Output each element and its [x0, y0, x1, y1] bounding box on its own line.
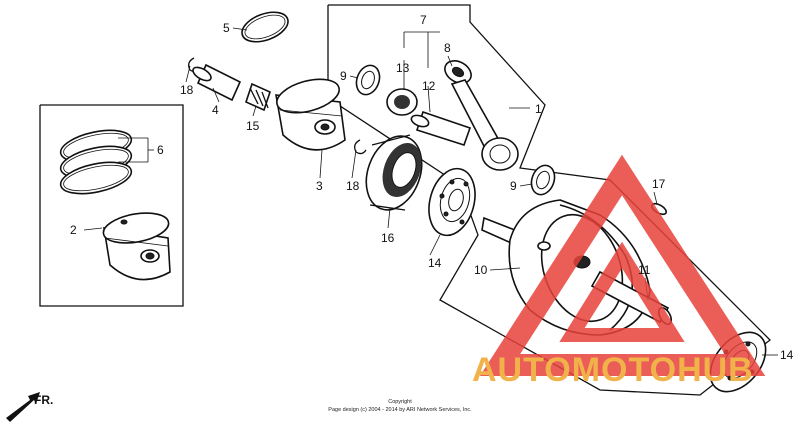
callout-6: 6 [157, 143, 164, 157]
piston-oversize [102, 212, 171, 281]
crank-pin [410, 110, 472, 146]
callout-13: 13 [396, 61, 410, 75]
callout-9-left: 9 [340, 69, 347, 83]
thrust-washer-right [530, 164, 556, 196]
crankshaft-bearing-left [428, 167, 476, 237]
copyright-title: Copyright [388, 399, 412, 405]
callout-4: 4 [212, 103, 219, 117]
copyright-line: Page design (c) 2004 - 2014 by ARI Netwo… [328, 407, 472, 413]
callout-8: 8 [444, 41, 451, 55]
big-end-needle-bearing [386, 88, 418, 116]
oil-seal [365, 134, 423, 211]
connecting-rod [444, 60, 519, 171]
callout-5: 5 [223, 21, 230, 35]
callout-9-right: 9 [510, 179, 517, 193]
thrust-washer-left [355, 64, 381, 96]
callout-7: 7 [420, 13, 427, 27]
callout-labels: 1 2 3 4 5 6 7 8 9 9 10 11 12 13 14 14 15… [70, 13, 794, 362]
callout-11: 11 [638, 263, 651, 277]
callout-14-left: 14 [428, 256, 442, 270]
callout-15: 15 [246, 119, 260, 133]
piston-ring-single [241, 11, 289, 43]
callout-17: 17 [652, 177, 666, 191]
watermark-text: AUTOMOTOHUB [472, 351, 754, 389]
piston [275, 78, 346, 151]
callout-18-top: 18 [180, 83, 194, 97]
front-direction-arrow: FR. [6, 392, 53, 422]
piston-pin-clip-lower [354, 139, 367, 155]
leader-lines [83, 27, 778, 356]
callout-3: 3 [316, 179, 323, 193]
callout-14-right: 14 [780, 348, 794, 362]
piston-pin [192, 63, 242, 102]
small-end-needle-bearing [245, 82, 271, 112]
callout-2: 2 [70, 223, 77, 237]
piston-kit-box [39, 104, 184, 307]
callout-10: 10 [474, 263, 488, 277]
watermark-logo [479, 154, 766, 376]
callout-16: 16 [381, 231, 395, 245]
callout-1: 1 [535, 102, 542, 116]
callout-18-lower: 18 [346, 179, 360, 193]
callout-12: 12 [422, 79, 436, 93]
piston-rings [59, 129, 133, 195]
front-arrow-label: FR. [34, 393, 53, 407]
